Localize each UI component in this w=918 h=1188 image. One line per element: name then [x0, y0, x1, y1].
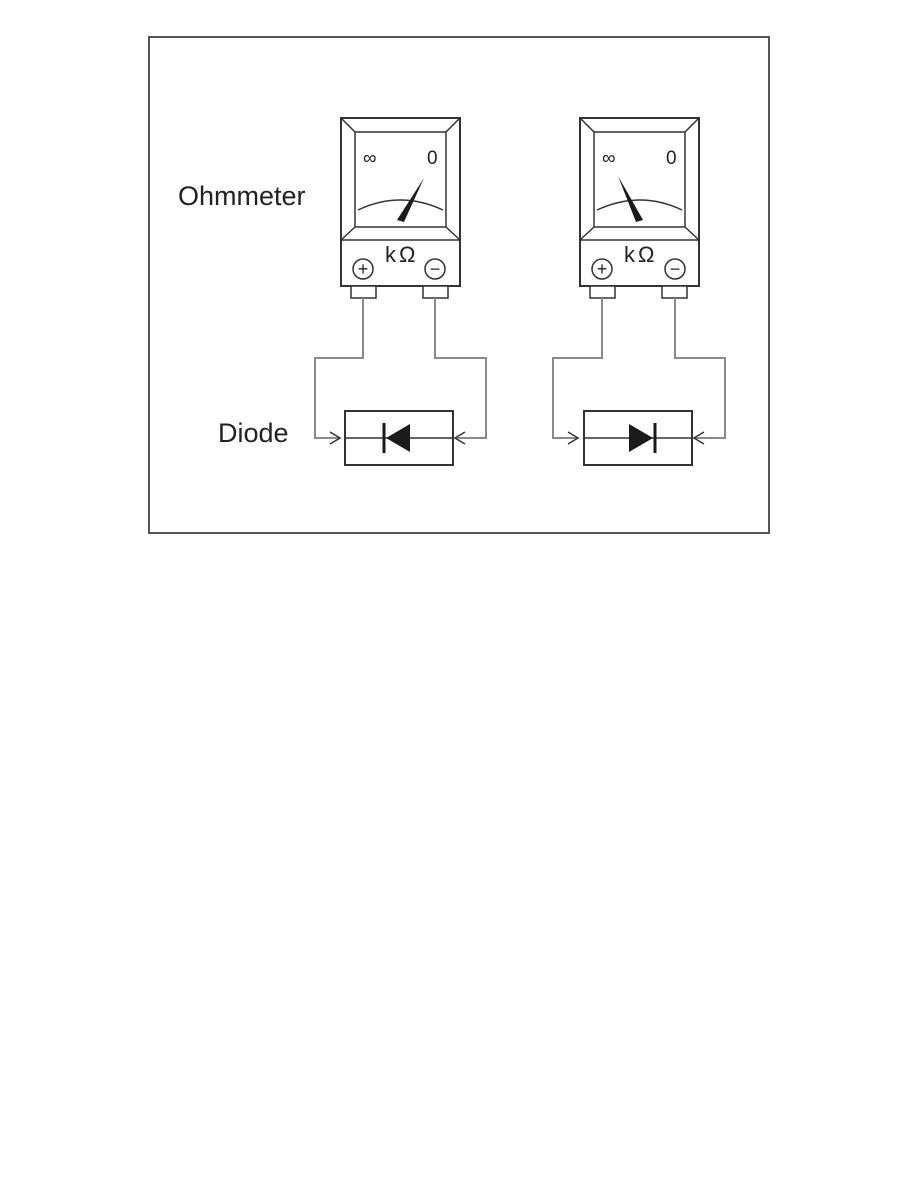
ohmmeter-right: ∞ 0 kΩ + − — [579, 117, 700, 299]
negative-terminal-symbol: − — [430, 259, 441, 279]
test-leads-right — [552, 298, 726, 439]
diode-label: Diode — [218, 418, 289, 448]
diode-symbol — [386, 424, 410, 452]
scale-infinity: ∞ — [363, 148, 377, 169]
scale-arc — [357, 199, 444, 211]
meter-needle — [397, 178, 424, 222]
diode-right — [583, 410, 693, 466]
positive-jack — [350, 285, 377, 299]
negative-jack — [661, 285, 688, 299]
positive-terminal-symbol: + — [358, 259, 369, 279]
diode-left — [344, 410, 454, 466]
negative-terminal — [424, 258, 446, 280]
negative-terminal-symbol: − — [670, 259, 681, 279]
test-leads-left — [314, 298, 487, 439]
unit-label: kΩ — [385, 242, 418, 267]
scale-zero: 0 — [427, 148, 438, 169]
ohmmeter-left: ∞ 0 kΩ + − — [340, 117, 461, 299]
scale-zero: 0 — [666, 148, 677, 169]
positive-terminal — [352, 258, 374, 280]
probe-arrows-right — [567, 431, 705, 445]
negative-terminal — [664, 258, 686, 280]
negative-jack — [422, 285, 449, 299]
unit-label: kΩ — [624, 242, 657, 267]
meter-body — [340, 117, 461, 287]
ohmmeter-label: Ohmmeter — [178, 181, 306, 211]
meter-body — [579, 117, 700, 287]
probe-arrows-left — [329, 431, 466, 445]
positive-terminal-symbol: + — [597, 259, 608, 279]
scale-arc — [596, 199, 683, 211]
positive-jack — [589, 285, 616, 299]
meter-needle — [618, 176, 643, 222]
scale-infinity: ∞ — [602, 148, 616, 169]
positive-terminal — [591, 258, 613, 280]
diode-symbol — [629, 424, 653, 452]
